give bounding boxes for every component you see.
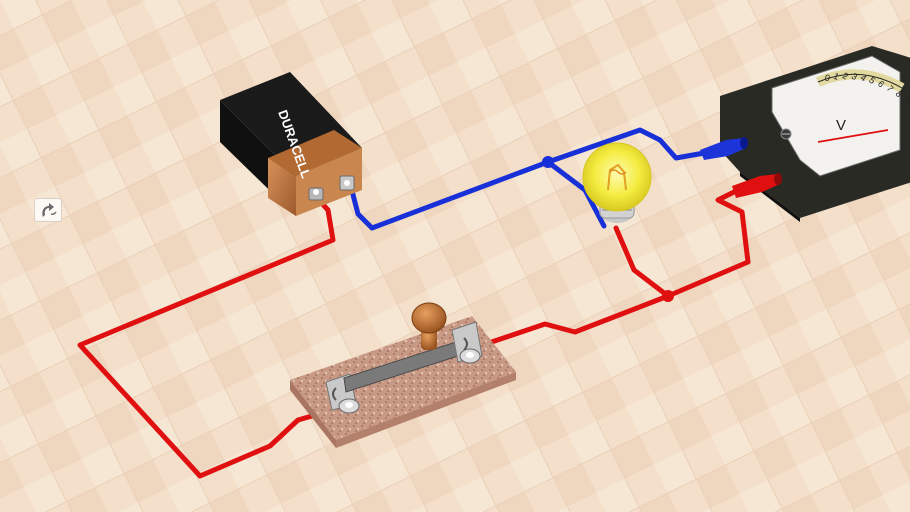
bulb-filament — [607, 163, 627, 191]
rotate-view-button[interactable] — [34, 198, 62, 222]
battery-terminal-positive[interactable] — [308, 187, 324, 201]
battery-terminal-negative[interactable] — [339, 175, 355, 191]
meter-scale-tick-7: 7 — [885, 83, 896, 93]
rotate-view-icon — [42, 203, 57, 217]
battery-9v[interactable]: DURACELL — [220, 72, 362, 216]
knife-switch[interactable] — [290, 302, 516, 448]
red-wire-junction-node[interactable] — [662, 290, 674, 302]
meter-scale-tick-8: 8 — [893, 89, 904, 99]
meter-scale-arc — [816, 69, 905, 93]
blue-wire-junction-to-bulb[interactable] — [545, 159, 607, 229]
switch-terminal-left[interactable] — [338, 398, 360, 414]
meter-scale-tick-4: 4 — [858, 73, 868, 84]
red-wire-junction-to-meter[interactable] — [665, 185, 751, 299]
switch-terminal-right[interactable] — [459, 348, 481, 364]
meter-probe-negative[interactable] — [700, 137, 748, 160]
red-wire-battery-to-switch[interactable] — [77, 194, 343, 479]
blue-wire-battery-to-junction[interactable] — [347, 159, 551, 231]
red-wire-switch-to-junction[interactable] — [465, 293, 671, 353]
meter-zero-adjust-screw[interactable] — [780, 128, 792, 140]
meter-scale-tick-1: 1 — [832, 71, 840, 82]
red-wire-bulb-to-junction[interactable] — [613, 225, 671, 299]
meter-probe-positive[interactable] — [732, 173, 782, 198]
bulb-glass — [582, 142, 652, 212]
meter-scale-tick-9: 9 — [902, 96, 910, 106]
light-bulb[interactable] — [582, 142, 652, 223]
meter-scale-tick-3: 3 — [850, 71, 859, 82]
blue-wire-junction-to-meter[interactable] — [545, 127, 713, 165]
meter-scale-tick-6: 6 — [876, 79, 887, 90]
meter-unit-label: V — [836, 117, 846, 134]
blue-wire-junction-node[interactable] — [542, 156, 554, 168]
switch-knob-handle[interactable] — [411, 302, 447, 350]
meter-scale-tick-5: 5 — [867, 75, 877, 86]
meter-scale-tick-2: 2 — [841, 70, 850, 81]
meter-scale-tick-0: 0 — [823, 72, 831, 83]
meter-needle — [817, 129, 889, 143]
